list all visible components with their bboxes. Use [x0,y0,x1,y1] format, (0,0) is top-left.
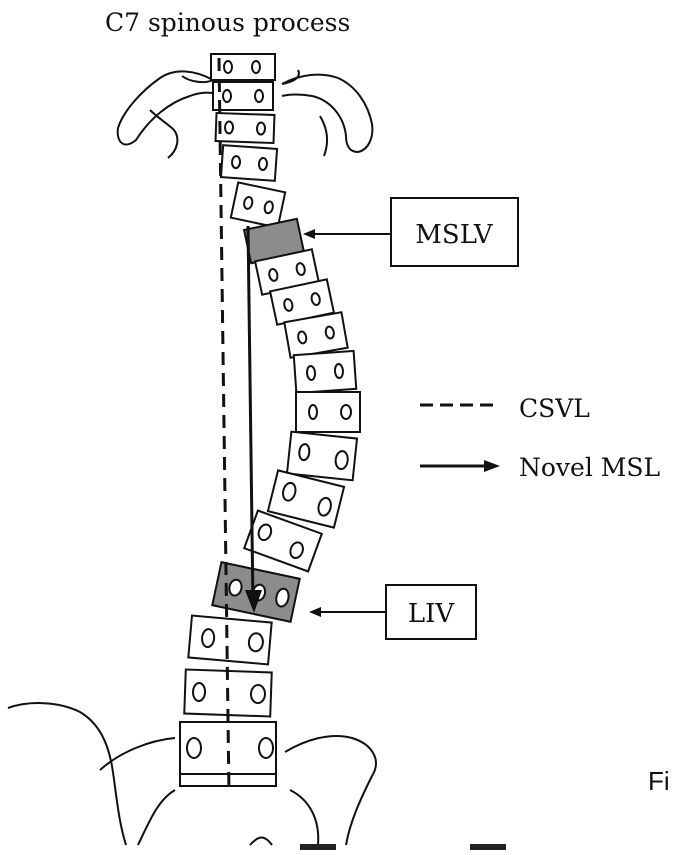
vertebra-18 [180,722,276,774]
vertebrae [180,54,360,786]
legend-csvl-label: CSVL [519,394,590,423]
mslv-label: MSLV [415,220,494,250]
liv-arrowhead [309,607,321,617]
vertebra-11 [296,392,360,432]
bottom-edge-artifact [300,844,336,850]
liv-label: LIV [408,599,456,629]
mslv-arrowhead [303,229,315,239]
legend: CSVL Novel MSL [420,394,660,482]
vertebra-3 [216,113,275,143]
vertebra-5 [231,182,285,227]
vertebra-16 [188,616,271,665]
cut-off-text: Fi [648,766,670,796]
diagram-title: C7 spinous process [105,8,350,37]
vertebra-12 [287,432,357,481]
legend-msl-label: Novel MSL [519,453,660,482]
legend-msl-arrowhead [484,460,500,472]
vertebra-2 [213,82,273,110]
bottom-edge-artifact-2 [470,844,506,850]
vertebra-10 [294,351,357,393]
vertebra-4 [221,145,277,181]
